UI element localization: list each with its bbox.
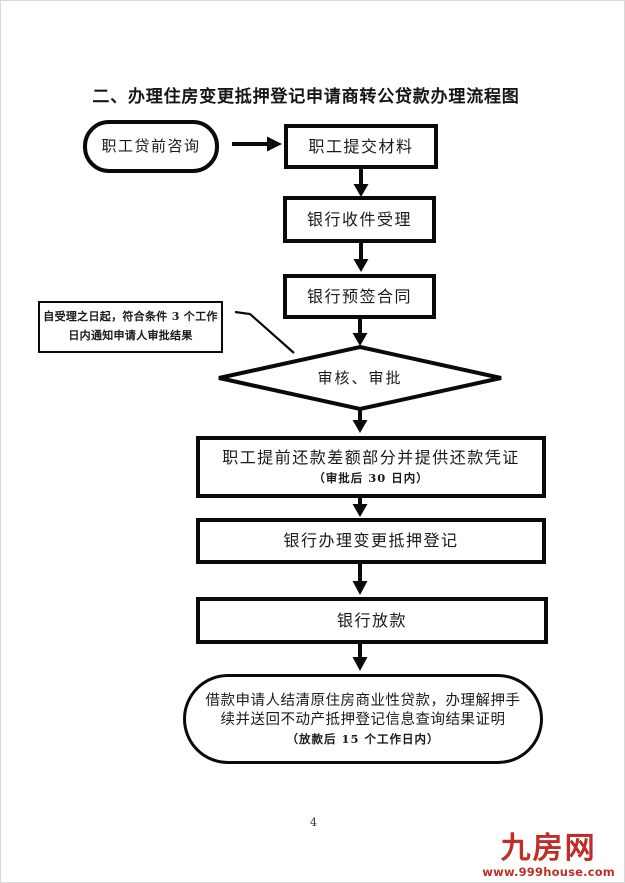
process-box-presign: 银行预签合同: [283, 274, 436, 319]
process-box-disburse: 银行放款: [196, 597, 548, 644]
process-box-receive: 银行收件受理: [283, 196, 436, 243]
process-box-submit-label: 职工提交材料: [308, 136, 414, 156]
page-number: 4: [310, 816, 317, 829]
page-title: 二、办理住房变更抵押登记申请商转公贷款办理流程图: [92, 87, 520, 107]
terminator-start-label: 职工贷前咨询: [101, 137, 201, 156]
terminator-end-sublabel: （放款后 15 个工作日内）: [286, 731, 440, 746]
terminator-start: 职工贷前咨询: [83, 120, 219, 173]
arrow-repay-to-register: [352, 498, 368, 517]
terminator-end: 借款申请人结清原住房商业性贷款，办理解押手 续并送回不动产抵押登记信息查询结果证…: [183, 674, 543, 764]
arrow-disburse-to-end: [352, 644, 368, 671]
process-box-submit: 职工提交材料: [284, 124, 438, 169]
process-box-repay: 职工提前还款差额部分并提供还款凭证 （审批后 30 日内）: [196, 436, 546, 498]
process-box-repay-label: 职工提前还款差额部分并提供还款凭证: [222, 448, 520, 468]
arrow-decision-to-repay: [352, 409, 368, 433]
terminator-end-line1: 借款申请人结清原住房商业性贷款，办理解押手: [205, 692, 521, 709]
site-logo-url: www.999house.com: [482, 865, 615, 879]
arrow-submit-to-receive: [353, 169, 369, 197]
annotation-note-box: 自受理之日起，符合条件 3 个工作 日内通知申请人审批结果: [38, 301, 223, 353]
process-box-register: 银行办理变更抵押登记: [196, 518, 546, 564]
annotation-note-line2: 日内通知申请人审批结果: [68, 329, 193, 342]
site-logo: 九房网 www.999house.com: [482, 834, 615, 879]
process-box-presign-label: 银行预签合同: [306, 286, 412, 306]
site-logo-text: 九房网: [500, 831, 597, 866]
process-box-disburse-label: 银行放款: [336, 610, 407, 630]
arrow-presign-to-decision: [352, 319, 368, 346]
annotation-note-line1: 自受理之日起，符合条件 3 个工作: [43, 310, 218, 324]
process-box-register-label: 银行办理变更抵押登记: [283, 531, 459, 550]
arrow-receive-to-presign: [353, 243, 369, 272]
process-box-receive-label: 银行收件受理: [306, 209, 412, 229]
arrow-start-to-submit: [232, 136, 282, 152]
terminator-end-line2: 续并送回不动产抵押登记信息查询结果证明: [220, 711, 506, 728]
process-box-repay-sublabel: （审批后 30 日内）: [313, 471, 429, 486]
decision-label: 审核、审批: [317, 369, 403, 387]
arrow-register-to-disburse: [352, 564, 368, 595]
